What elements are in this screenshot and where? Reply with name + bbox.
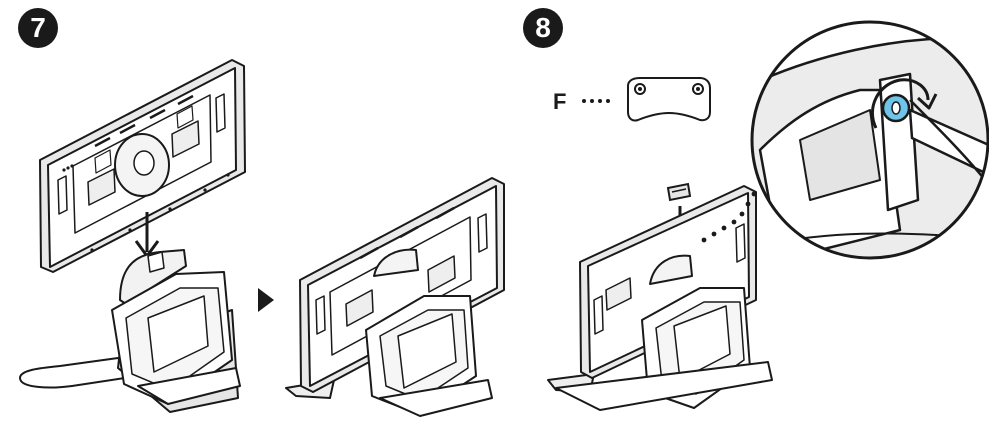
step8-assembly: [547, 185, 773, 411]
screw-icon: [692, 83, 704, 95]
step7-tablet-panel: [39, 59, 246, 273]
screw-icon: [634, 83, 646, 95]
zoom-dotted-line: [701, 191, 757, 243]
step7-stand: [19, 249, 241, 413]
screw-icon: [881, 93, 911, 123]
next-arrow-icon: [258, 288, 274, 312]
step-8-badge: 8: [523, 8, 563, 48]
dotted-leader-line: [582, 99, 610, 103]
part-f-bracket: [627, 77, 711, 122]
rotate-arrow-icon: [870, 78, 938, 129]
small-bracket-part: [666, 182, 692, 202]
step7-mounted-assembly: [285, 177, 505, 417]
zoom-detail-circle: [750, 20, 989, 260]
step-7-badge: 7: [18, 8, 58, 48]
part-f-label: F: [553, 89, 567, 114]
